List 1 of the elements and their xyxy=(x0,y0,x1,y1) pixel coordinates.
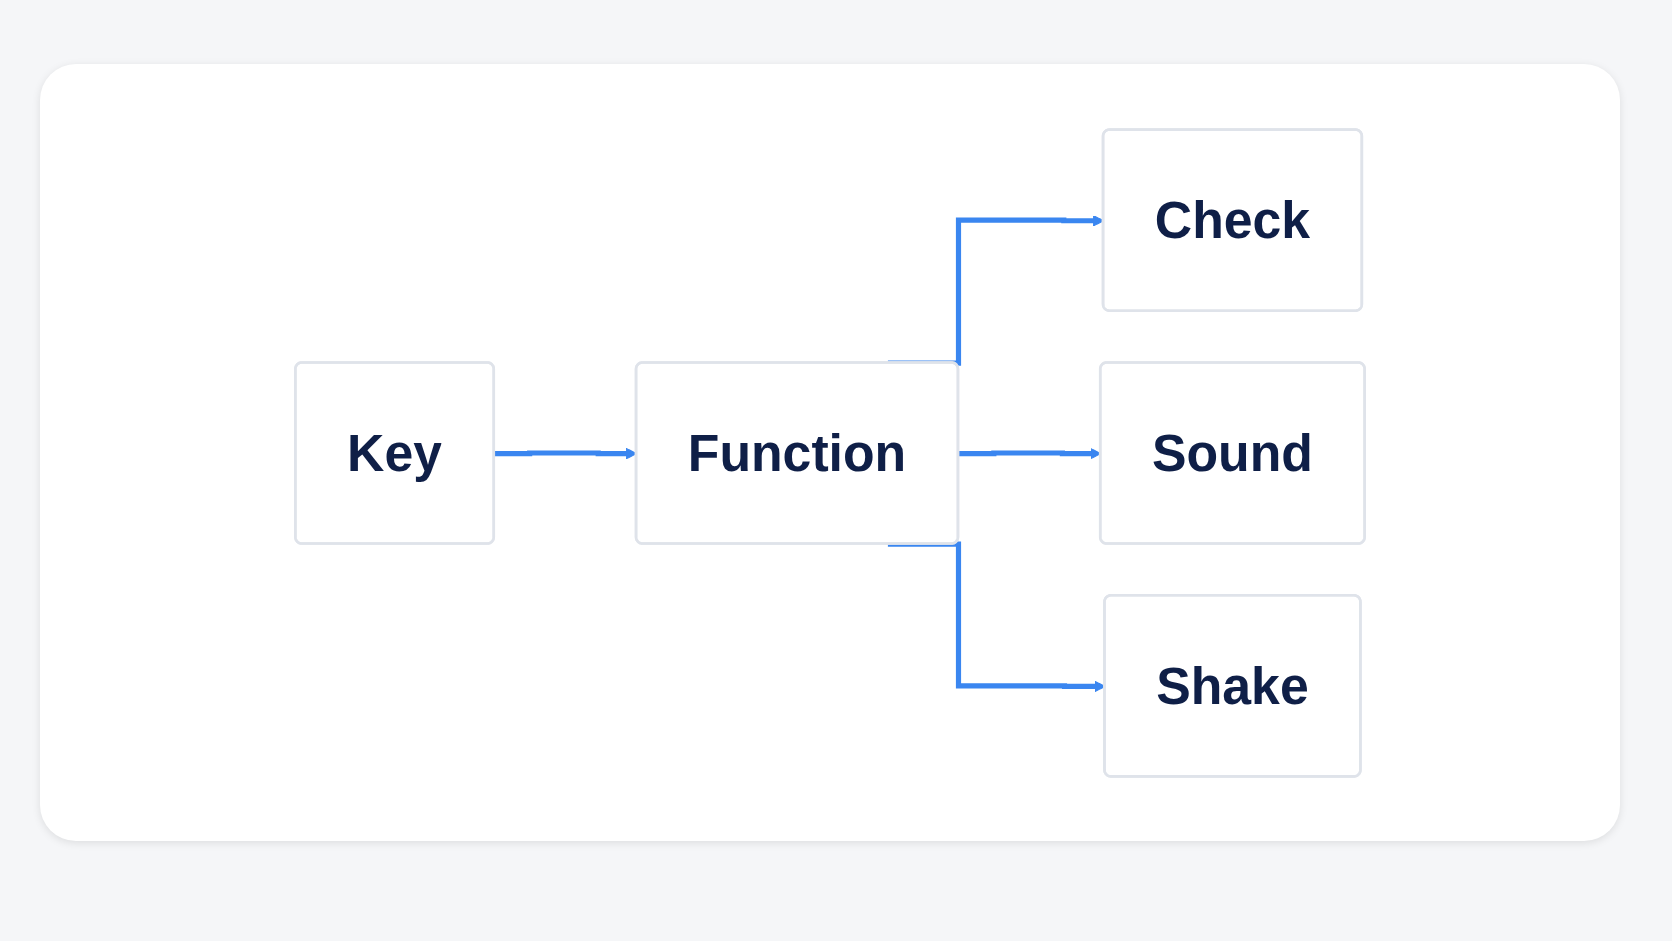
card-panel: Key Function Check Sound Shake xyxy=(40,64,1620,841)
